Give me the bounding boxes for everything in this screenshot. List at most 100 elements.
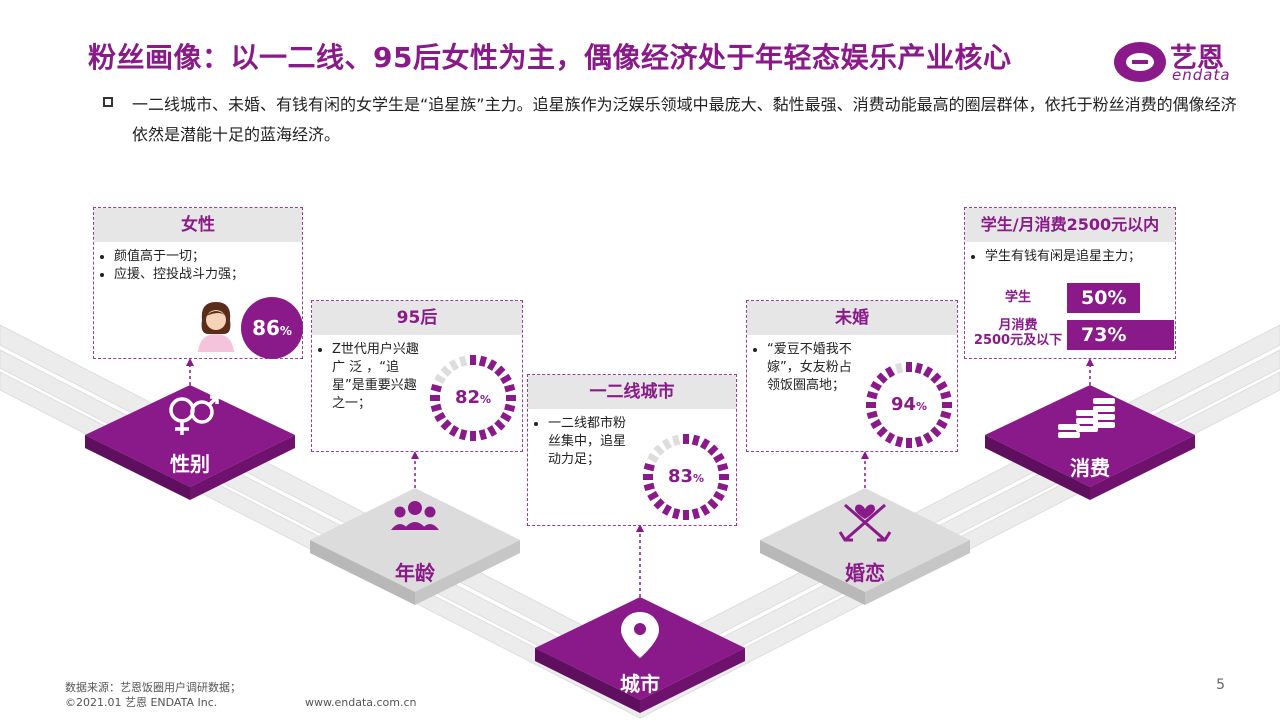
card-head: 女性 xyxy=(94,208,302,242)
ring-segment xyxy=(478,429,488,441)
pct-unit: % xyxy=(693,472,705,485)
list-item: 学生有钱有闲是追星主力； xyxy=(985,248,1175,266)
logo-english: endata xyxy=(1172,66,1231,84)
endata-logo-icon xyxy=(1114,42,1166,82)
list-item: 应援、控投战斗力强； xyxy=(114,266,302,284)
tile-gender xyxy=(85,385,295,500)
ring-segment xyxy=(448,425,460,437)
ring-segment xyxy=(504,403,516,413)
list-item: Z世代用户兴趣 广 泛 ，“追星”是重要兴趣之一； xyxy=(332,341,424,413)
ring-segment xyxy=(876,426,888,438)
ring-segment xyxy=(647,490,659,502)
ring-segment xyxy=(930,372,942,384)
tile-consume xyxy=(985,385,1195,500)
ring-segment xyxy=(717,462,729,472)
list-item: “爱豆不婚我不嫁”，女友粉占领饭圈高地； xyxy=(767,341,859,395)
pct-number: 82 xyxy=(454,387,481,408)
footer-source: 数据来源：艺恩饭圈用户调研数据； ©2021.01 艺恩 ENDATA Inc. xyxy=(65,680,241,710)
brand-logo: 艺恩 endata xyxy=(1112,34,1252,86)
ring-segment xyxy=(707,498,719,510)
ring-segment xyxy=(458,355,468,367)
pct-unit: % xyxy=(916,400,928,413)
footer-url: www.endata.com.cn xyxy=(305,696,417,709)
ring-segment xyxy=(894,362,904,374)
ring-segment xyxy=(866,390,878,400)
list-item: 一二线都市粉丝集中，追星动力足； xyxy=(548,415,638,469)
card-head: 学生/月消费2500元以内 xyxy=(965,208,1175,242)
bar-value: 73% xyxy=(1081,324,1127,346)
ring-segment xyxy=(713,490,725,502)
ring-svg xyxy=(430,355,516,441)
list-item: 颜值高于一切； xyxy=(114,248,302,266)
ring-segment xyxy=(458,429,468,441)
ring-segment xyxy=(671,434,681,446)
intro-text: 一二线城市、未婚、有钱有闲的女学生是“追星族”主力。追星族作为泛娱乐领域中最庞大… xyxy=(132,95,1237,144)
bar-label-line: 2500元及以下 xyxy=(973,333,1063,348)
ring-segment xyxy=(894,436,904,448)
ring-segment xyxy=(504,383,516,393)
card-city: 一二线城市 一二线都市粉丝集中，追星动力足； 83% xyxy=(527,374,737,526)
tile-marriage xyxy=(760,488,970,605)
page-title: 粉丝画像：以一二线、95后女性为主，偶像经济处于年轻态娱乐产业核心 xyxy=(88,41,1012,74)
bar-label: 学生 xyxy=(1004,290,1031,305)
ring-segment xyxy=(884,432,896,444)
ring-segment xyxy=(876,372,888,384)
card-marriage: 未婚 “爱豆不婚我不嫁”，女友粉占领饭圈高地； 94% xyxy=(746,300,958,452)
ring-label: 94% xyxy=(864,360,954,450)
ring-segment xyxy=(653,444,665,456)
ring-segment xyxy=(699,504,711,516)
source-text: 数据来源：艺恩饭圈用户调研数据； xyxy=(65,681,241,694)
ring-segment xyxy=(940,410,952,420)
ring-segment xyxy=(914,436,924,448)
ring-gauge: 83% xyxy=(641,432,731,522)
ring-segment xyxy=(661,438,673,450)
heart-icon xyxy=(855,504,875,519)
node-label-marriage: 婚恋 xyxy=(845,561,885,585)
card-head: 未婚 xyxy=(747,301,957,335)
ring-segment xyxy=(434,373,446,385)
card-consume: 学生/月消费2500元以内 学生有钱有闲是追星主力； 学生 50% 月消费250… xyxy=(964,207,1176,359)
ring-segment xyxy=(500,411,512,423)
card-head: 95后 xyxy=(312,301,522,335)
ring-segment xyxy=(884,366,896,378)
node-label-age: 年龄 xyxy=(395,561,435,585)
ring-segment xyxy=(647,452,659,464)
tile-age xyxy=(310,488,520,605)
logo-chinese: 艺恩 xyxy=(1170,43,1224,74)
ring-segment xyxy=(922,366,934,378)
ring-segment xyxy=(691,508,701,520)
ring-segment xyxy=(440,419,452,431)
node-label-city: 城市 xyxy=(620,672,660,696)
pct-number: 83 xyxy=(667,466,694,487)
page-number: 5 xyxy=(1216,677,1225,693)
ring-segment xyxy=(717,482,729,492)
card-gender: 女性 颜值高于一切； 应援、控投战斗力强； 86% xyxy=(93,207,303,359)
ring-segment xyxy=(486,359,498,371)
bar-student: 50% xyxy=(1067,283,1140,313)
ring-segment xyxy=(653,498,665,510)
pct-unit: % xyxy=(279,324,292,338)
ring-svg xyxy=(643,434,729,520)
ring-segment xyxy=(870,418,882,430)
ring-segment xyxy=(494,419,506,431)
ring-segment xyxy=(691,434,701,446)
ring-segment xyxy=(500,373,512,385)
gender-icon xyxy=(169,395,219,435)
ring-segment xyxy=(448,359,460,371)
female-avatar-icon xyxy=(198,302,234,352)
ring-gauge: 82% xyxy=(428,353,518,443)
ring-segment xyxy=(430,403,442,413)
people-icon xyxy=(391,501,439,530)
node-label-gender: 性别 xyxy=(170,452,210,476)
pct-badge: 86% xyxy=(241,297,303,359)
ring-segment xyxy=(440,365,452,377)
ring-segment xyxy=(707,444,719,456)
ring-segment xyxy=(936,418,948,430)
ring-label: 83% xyxy=(641,432,731,522)
ring-segment xyxy=(866,410,878,420)
ring-segment xyxy=(643,462,655,472)
ring-segment xyxy=(671,508,681,520)
ring-segment xyxy=(430,383,442,393)
